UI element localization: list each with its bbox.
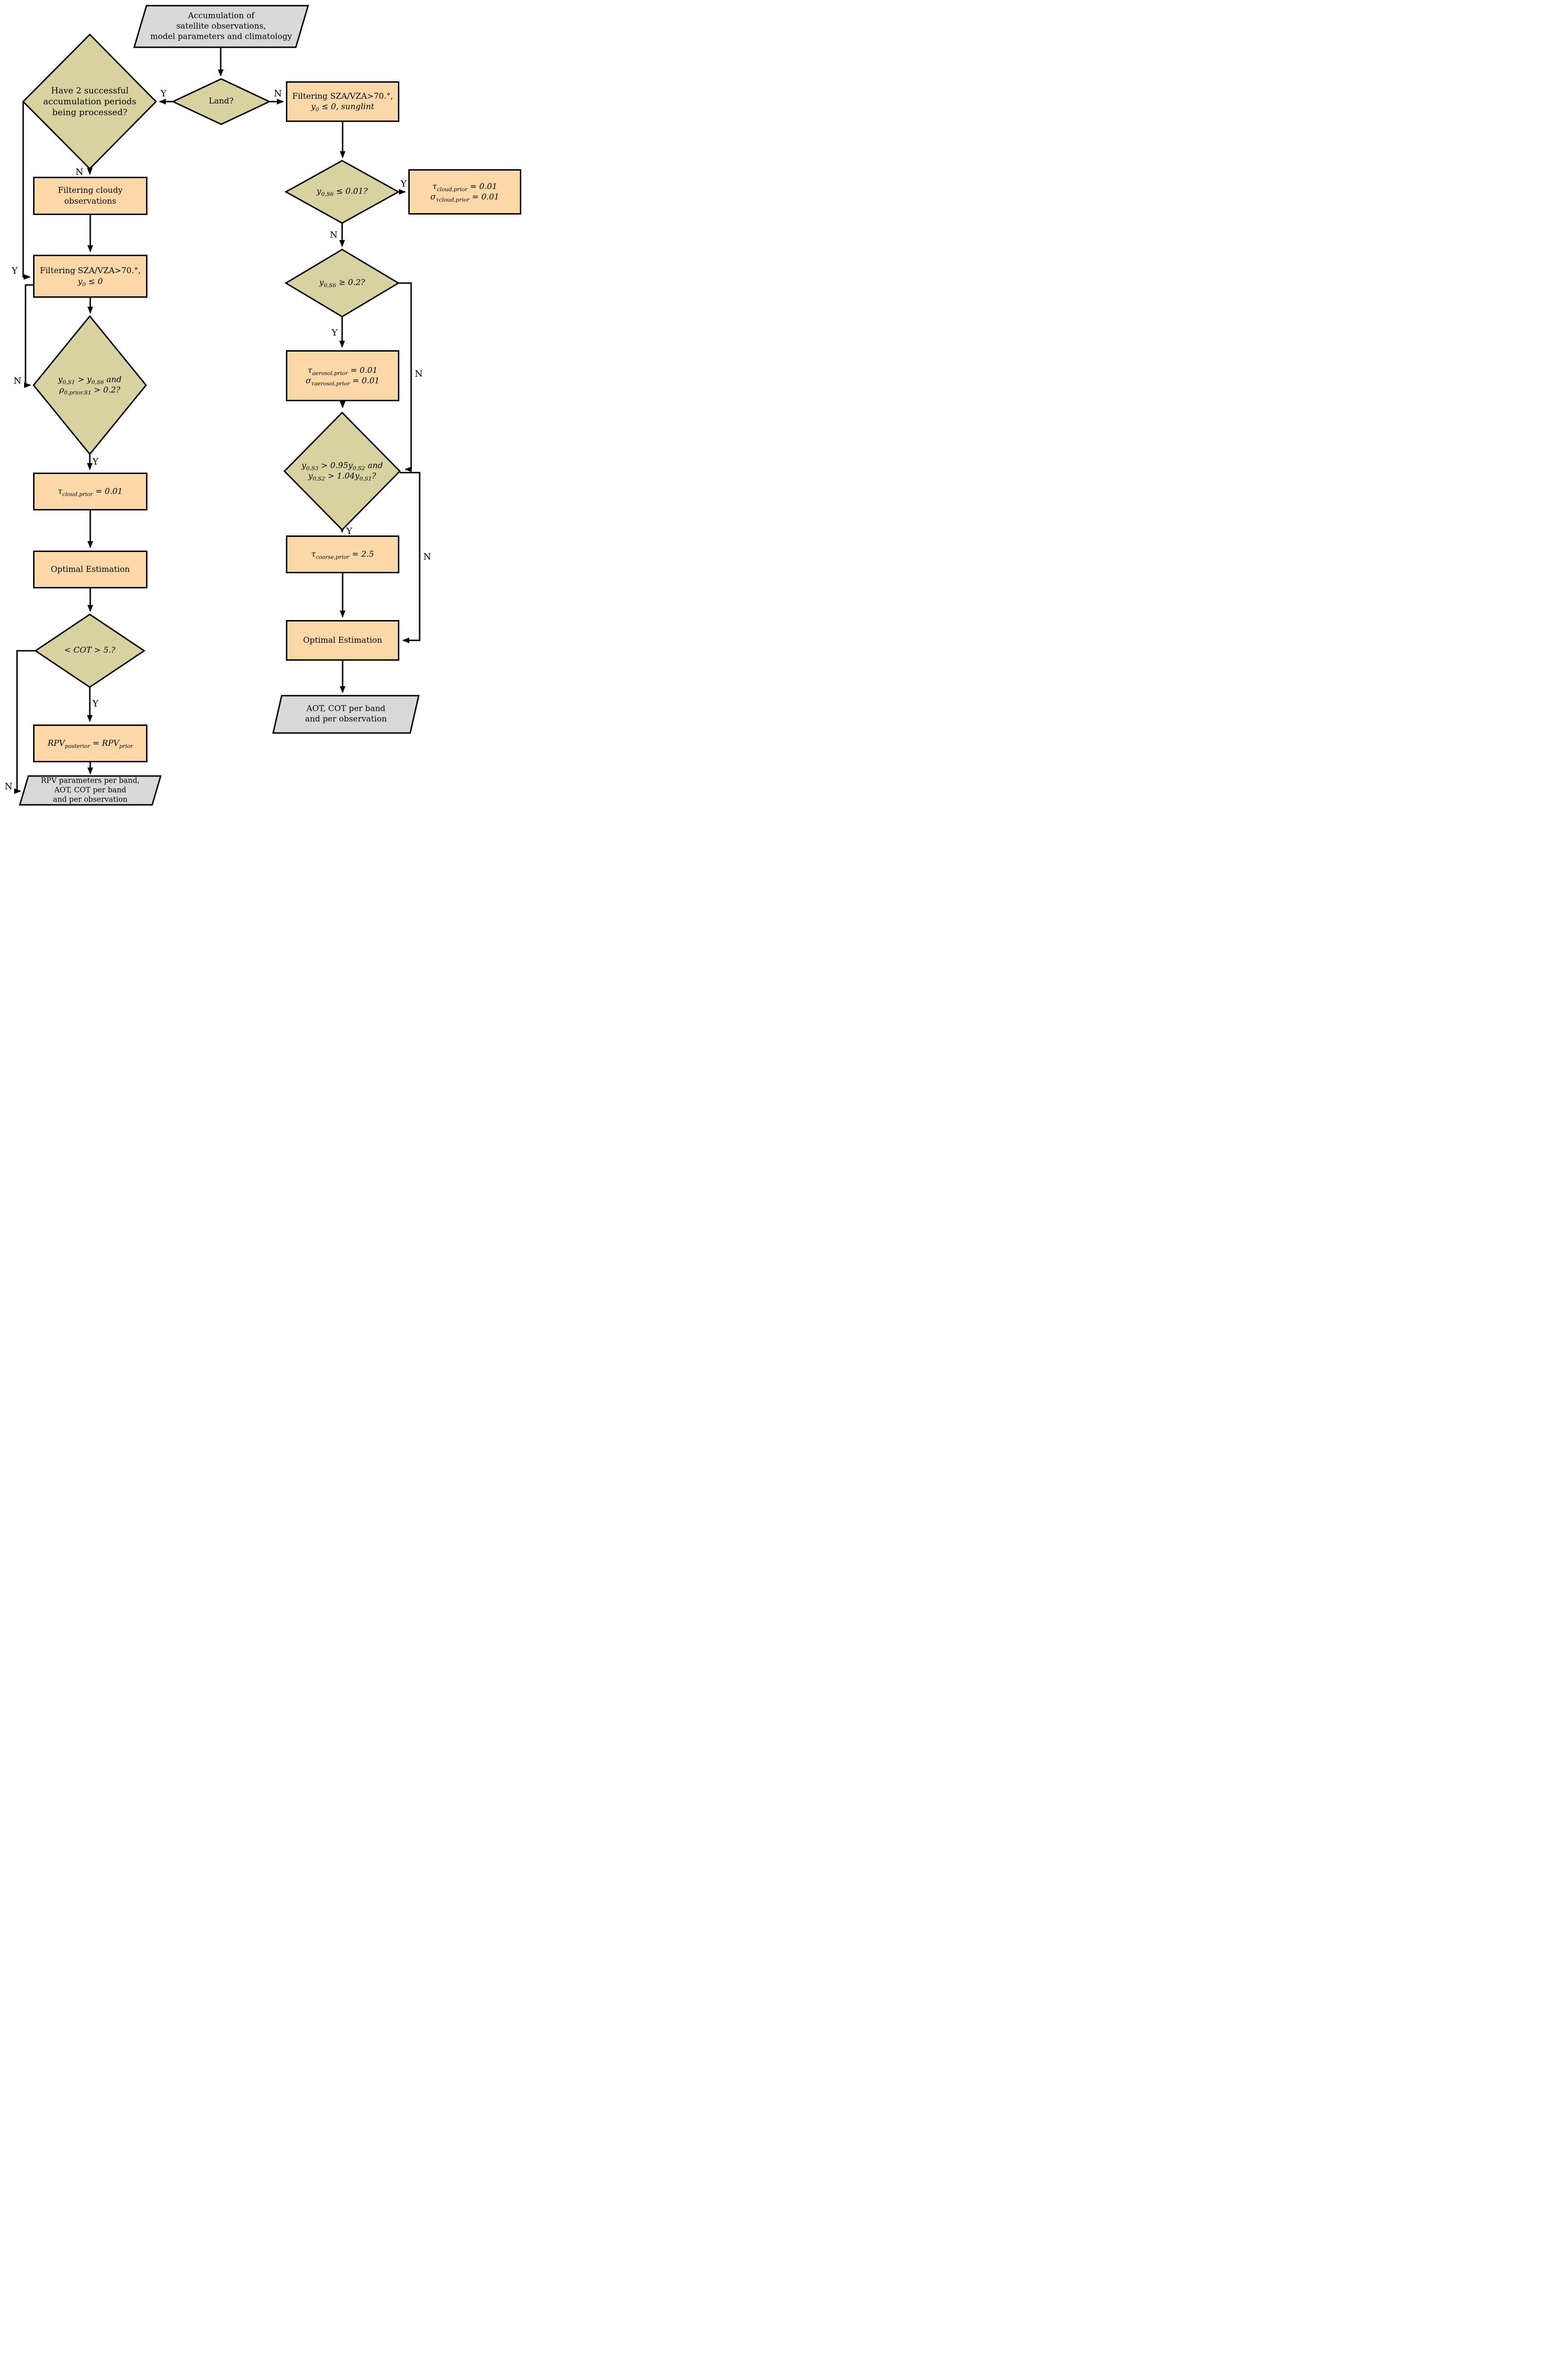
process-tau-cloud-left: τcloud,prior = 0.01: [33, 473, 147, 510]
process-filter-cloudy: Filtering cloudy observations: [33, 177, 147, 215]
process-optimal-estimation-left: Optimal Estimation: [33, 551, 147, 588]
label-brightness-loop-no: N: [13, 376, 22, 386]
process-rpv-assign-text: RPVposterior = RPVprior: [47, 738, 133, 750]
process-tau-aerosol: τaerosol,prior = 0.01 στaerosol,prior = …: [286, 350, 399, 401]
decision-brightness-shape: [33, 315, 147, 456]
process-filter-sza-right-line1: Filtering SZA/VZA>70.°,: [292, 91, 393, 101]
label-have-two-no: N: [75, 167, 84, 177]
edge-spectral-no-to-oe-right: [400, 472, 421, 643]
decision-land-shape: [171, 78, 271, 125]
flowchart: Filtering cloudy observations Filtering …: [0, 0, 523, 806]
process-filter-cloudy-line1: Filtering cloudy: [58, 186, 123, 196]
io-output-left-shape: [18, 775, 162, 806]
io-start-shape: [133, 5, 310, 48]
label-dark-yes: Y: [400, 179, 407, 189]
process-tau-coarse-text: τcoarse,prior = 2.5: [311, 549, 374, 561]
decision-cot-shape: [34, 613, 146, 688]
process-optimal-estimation-right: Optimal Estimation: [286, 620, 399, 661]
process-tau-cloud-right-line2: στcloud,prior = 0.01: [430, 192, 500, 203]
edge-bright-no-to-spectral-test: [398, 282, 412, 472]
process-tau-coarse: τcoarse,prior = 2.5: [286, 535, 399, 573]
io-output-right-shape: [272, 695, 420, 734]
edge-filter-sza-left-loop-to-brightness-test: [24, 284, 33, 388]
decision-have-two-shape: [22, 33, 157, 170]
edge-have-two-yes-to-filter-sza-left: [22, 102, 31, 280]
process-optimal-estimation-right-text: Optimal Estimation: [303, 635, 382, 645]
label-dark-no: N: [329, 230, 338, 240]
label-bright-no: N: [414, 369, 423, 379]
process-filter-sza-right: Filtering SZA/VZA>70.°, y0 ≤ 0, sunglint: [286, 81, 399, 122]
label-spectral-no: N: [423, 552, 431, 562]
label-land-no: N: [274, 88, 282, 99]
process-filter-sza-left-line2: y0 ≤ 0: [78, 276, 103, 287]
label-cot-yes: Y: [92, 699, 99, 709]
label-have-two-yes: Y: [11, 266, 18, 276]
label-land-yes: Y: [160, 88, 167, 99]
flowchart-graphics: [14, 5, 421, 806]
process-tau-aerosol-line2: στaerosol,prior = 0.01: [305, 376, 380, 387]
label-cot-no: N: [4, 781, 13, 792]
label-bright-yes: Y: [331, 328, 338, 338]
process-filter-cloudy-line2: observations: [64, 196, 116, 206]
process-rpv-assign: RPVposterior = RPVprior: [33, 724, 147, 762]
process-filter-sza-left: Filtering SZA/VZA>70.°, y0 ≤ 0: [33, 255, 147, 298]
decision-dark-shape: [284, 160, 400, 224]
process-tau-cloud-right: τcloud,prior = 0.01 στcloud,prior = 0.01: [408, 169, 521, 215]
decision-bright-shape: [284, 249, 400, 318]
label-spectral-yes: Y: [346, 526, 353, 536]
process-filter-sza-left-line1: Filtering SZA/VZA>70.°,: [40, 266, 141, 276]
process-filter-sza-right-line2: y0 ≤ 0, sunglint: [311, 102, 374, 113]
process-tau-aerosol-line1: τaerosol,prior = 0.01: [308, 365, 378, 377]
process-optimal-estimation-left-text: Optimal Estimation: [51, 564, 130, 574]
process-tau-cloud-right-line1: τcloud,prior = 0.01: [432, 181, 497, 193]
edge-cot-no-to-output-left: [14, 650, 35, 794]
decision-spectral-shape: [283, 411, 401, 531]
process-tau-cloud-left-text: τcloud,prior = 0.01: [58, 486, 123, 498]
label-brightness-yes: Y: [92, 457, 99, 467]
